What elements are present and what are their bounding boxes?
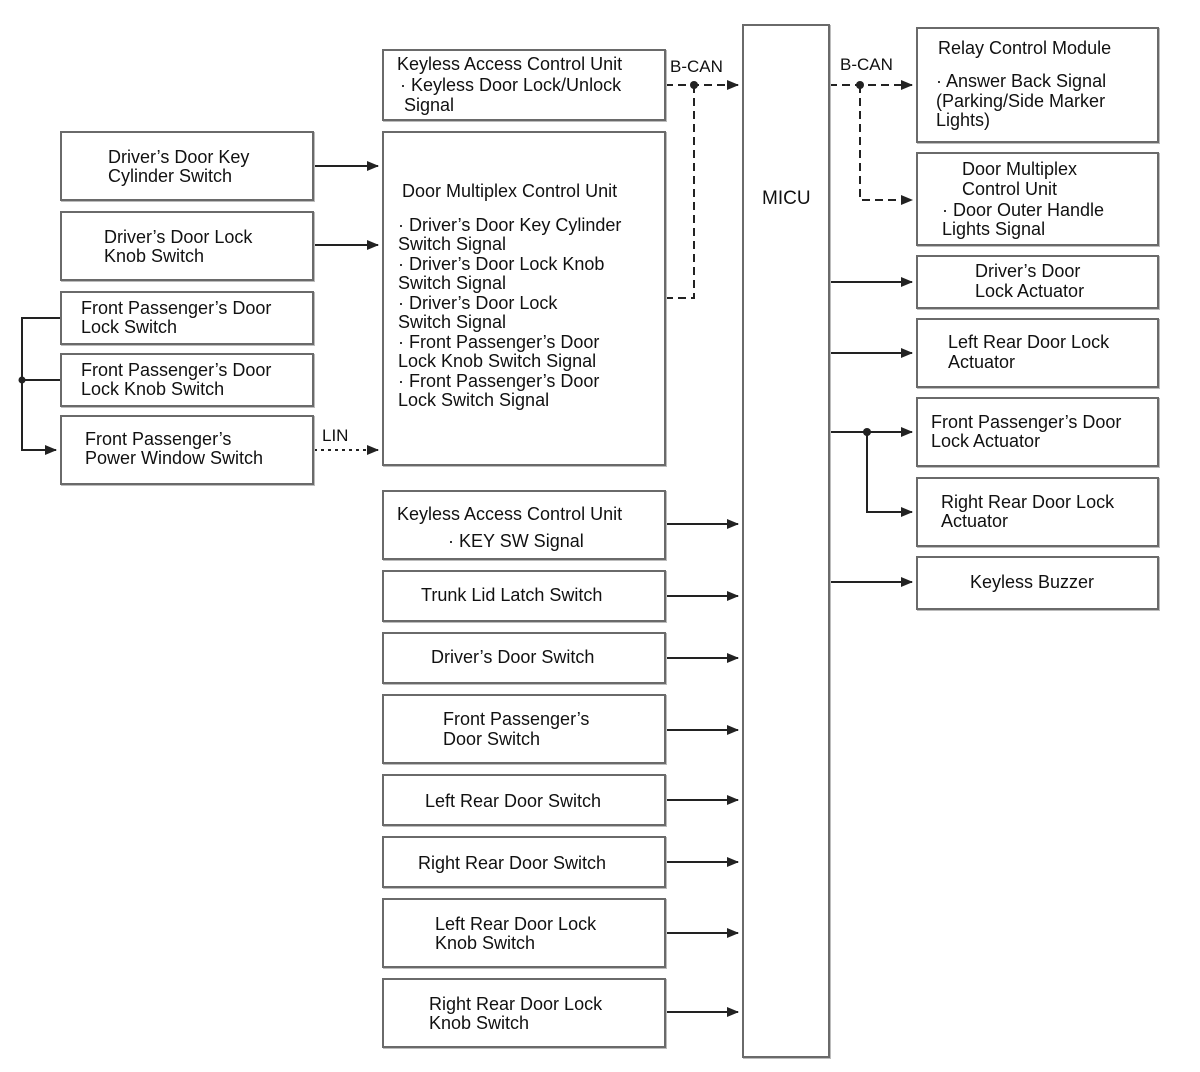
box-label-line: Knob Switch [429,1013,530,1033]
box-label-line: Right Rear Door Lock [941,492,1115,512]
box-label-line: Trunk Lid Latch Switch [421,585,603,605]
box-label-line: Switch Signal [398,312,507,332]
box-title: Keyless Access Control Unit [397,54,623,74]
drivers-door-lock-knob-switch: Driver’s Door Lock Knob Switch [60,211,314,281]
box-label-line: Actuator [941,511,1009,531]
box-label-line: · KEY SW Signal [448,531,584,551]
box-label-line: Left Rear Door Lock [948,332,1110,352]
lin-label: LIN [322,426,349,445]
box-label-line: Front Passenger’s Door [81,298,272,318]
box-label-line: Right Rear Door Switch [418,853,607,873]
junction-dot [856,81,864,89]
box-label-line: Door Switch [443,729,541,749]
box-label-line: Driver’s Door Switch [431,647,595,667]
keyless-access-control-unit-key-sw: Keyless Access Control Unit · KEY SW Sig… [382,490,666,560]
drivers-door-key-cylinder-switch: Driver’s Door Key Cylinder Switch [60,131,314,201]
box-label-line: · Driver’s Door Lock Knob [398,254,605,274]
box-label-line: Driver’s Door [975,261,1081,281]
bcan-label-right: B-CAN [840,55,893,74]
box-label-line: Cylinder Switch [108,166,233,186]
box-label-line: Front Passenger’s Door [81,360,272,380]
front-passenger-power-window-switch: Front Passenger’s Power Window Switch [60,415,314,485]
keyless-buzzer: Keyless Buzzer [916,556,1159,610]
relay-control-module: Relay Control Module · Answer Back Signa… [916,27,1159,143]
box-label-line: Knob Switch [435,933,536,953]
box-label-line: Power Window Switch [85,448,264,468]
left-rear-door-lock-knob-switch: Left Rear Door Lock Knob Switch [382,898,666,968]
drivers-door-lock-actuator: Driver’s Door Lock Actuator [916,255,1159,309]
box-label-line: Driver’s Door Lock [104,227,253,247]
box-label-line: Keyless Buzzer [970,572,1095,592]
front-passenger-door-lock-knob-switch: Front Passenger’s Door Lock Knob Switch [60,353,314,407]
box-label-line: · Driver’s Door Lock [398,293,558,313]
wire-rr-actuator [866,432,913,517]
box-label-line: Front Passenger’s [443,709,590,729]
right-rear-door-switch: Right Rear Door Switch [382,836,666,888]
door-multiplex-control-unit: Door Multiplex Control Unit · Driver’s D… [382,131,666,466]
keyless-access-control-unit-top: Keyless Access Control Unit · Keyless Do… [382,49,666,121]
box-label-line: Lights Signal [942,219,1046,239]
right-rear-door-lock-knob-switch: Right Rear Door Lock Knob Switch [382,978,666,1048]
box-label-line: Lock Actuator [975,281,1085,301]
box-label-line: · Keyless Door Lock/Unlock [400,75,622,95]
junction-dot [690,81,698,89]
box-label-line: Switch Signal [398,234,507,254]
wire-fp-bracket [21,317,60,455]
box-title: Keyless Access Control Unit [397,504,623,524]
box-label-line: Lock Switch Signal [398,390,550,410]
door-multiplex-control-unit-output: Door Multiplex Control Unit · Door Outer… [916,152,1159,246]
box-label-line: (Parking/Side Marker [936,91,1106,111]
micu-block: MICU [742,24,830,1058]
left-rear-door-switch: Left Rear Door Switch [382,774,666,826]
drivers-door-switch: Driver’s Door Switch [382,632,666,684]
wire-bcan-dmcu [665,85,695,299]
box-label-line: Left Rear Door Lock [435,914,597,934]
box-label-line: · Front Passenger’s Door [398,371,600,391]
box-label-line: · Front Passenger’s Door [398,332,600,352]
front-passenger-door-lock-actuator: Front Passenger’s Door Lock Actuator [916,397,1159,467]
box-label-line: Lock Actuator [931,431,1041,451]
box-label-line: Signal [404,95,455,115]
right-rear-door-lock-actuator: Right Rear Door Lock Actuator [916,477,1159,547]
box-title: Relay Control Module [938,38,1112,58]
box-label-line: Front Passenger’s Door [931,412,1122,432]
front-passenger-door-lock-switch: Front Passenger’s Door Lock Switch [60,291,314,345]
box-label-line: Knob Switch [104,246,205,266]
box-label-line: Lights) [936,110,991,130]
micu-label: MICU [762,188,811,209]
box-label-line: · Answer Back Signal [936,71,1107,91]
box-label-line: Switch Signal [398,273,507,293]
box-label-line: Lock Knob Switch Signal [398,351,597,371]
junction-dot [18,376,26,384]
bcan-label-left: B-CAN [670,57,723,76]
box-label-line: Lock Knob Switch [81,379,225,399]
box-label-line: · Driver’s Door Key Cylinder [398,215,622,235]
box-label-line: Front Passenger’s [85,429,232,449]
box-label-line: Actuator [948,352,1016,372]
box-label-line: Door Multiplex [962,159,1078,179]
wire-bcan-dmux [859,85,913,205]
left-rear-door-lock-actuator: Left Rear Door Lock Actuator [916,318,1159,388]
box-label-line: Lock Switch [81,317,178,337]
box-label-line: Right Rear Door Lock [429,994,603,1014]
front-passenger-door-switch: Front Passenger’s Door Switch [382,694,666,764]
trunk-lid-latch-switch: Trunk Lid Latch Switch [382,570,666,622]
junction-dot [863,428,871,436]
box-label-line: Left Rear Door Switch [425,791,602,811]
box-label-line: · Door Outer Handle [942,200,1105,220]
box-label-line: Control Unit [962,179,1058,199]
box-title: Door Multiplex Control Unit [402,181,618,201]
box-label-line: Driver’s Door Key [108,147,250,167]
